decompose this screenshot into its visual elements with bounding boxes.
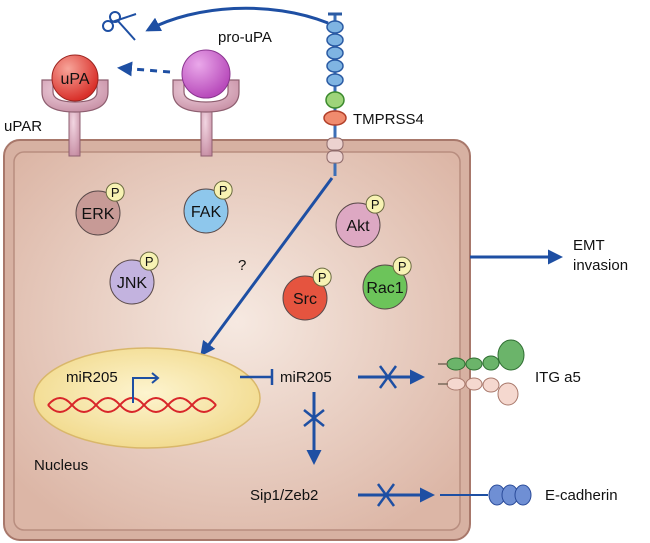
pro-upa-label: pro-uPA [218, 29, 272, 46]
kinase-jnk: JNK P [109, 251, 159, 305]
kinase-jnk-label: JNK [117, 275, 148, 292]
ecadherin-block-x [376, 483, 396, 507]
emt-label: EMT [573, 237, 605, 254]
sip1-block-x [303, 409, 325, 427]
mir205-gene-label: miR205 [66, 369, 118, 386]
mir205-rna-label: miR205 [280, 369, 332, 386]
phospho-label: P [398, 259, 407, 274]
ecadherin-domains [488, 484, 532, 506]
invasion-label: invasion [573, 257, 628, 274]
phospho-label: P [371, 197, 380, 212]
itg-block-x [378, 365, 398, 389]
kinase-erk-label: ERK [82, 206, 115, 223]
phospho-badge [105, 182, 125, 202]
transcription-start-icon [132, 372, 160, 403]
ecadherin-label: E-cadherin [545, 487, 618, 504]
kinase-src-label: Src [293, 291, 317, 308]
kinase-erk: ERK P [75, 182, 125, 236]
kinase-akt-circle [335, 202, 381, 248]
nucleus-label: Nucleus [34, 457, 88, 474]
inhibition-line [240, 369, 274, 385]
kinase-fak-circle [183, 188, 229, 234]
upa-molecule [51, 54, 99, 102]
sip1-label: Sip1/Zeb2 [250, 487, 318, 504]
kinase-rac1-circle [362, 264, 408, 310]
phospho-label: P [145, 254, 154, 269]
upa-label: uPA [60, 71, 89, 88]
phospho-label: P [219, 183, 228, 198]
phospho-badge [139, 251, 159, 271]
scissors-icon [102, 11, 137, 41]
pro-upa-molecule [181, 49, 231, 99]
phospho-label: P [111, 185, 120, 200]
integrin-itga5 [438, 339, 525, 406]
phospho-badge [213, 180, 233, 200]
kinase-rac1-label: Rac1 [366, 280, 403, 297]
kinase-src-circle [282, 275, 328, 321]
phospho-label: P [318, 270, 327, 285]
phospho-badge [392, 256, 412, 276]
kinase-akt-label: Akt [346, 218, 370, 235]
nucleus [33, 347, 261, 449]
upar-label: uPAR [4, 118, 42, 135]
phospho-badge [312, 267, 332, 287]
tmprss4-label: TMPRSS4 [353, 111, 424, 128]
activation-arrow-dashed [117, 61, 171, 77]
kinase-fak-label: FAK [191, 204, 222, 221]
cleavage-arrow [145, 6, 329, 32]
tmprss4-to-nucleus-arrow [200, 177, 334, 357]
phospho-badge [365, 194, 385, 214]
kinase-fak: FAK P [183, 180, 233, 234]
tmprss4-protein [323, 12, 347, 176]
itg-label: ITG a5 [535, 369, 581, 386]
kinase-rac1: Rac1 P [362, 256, 412, 310]
kinase-jnk-circle [109, 259, 155, 305]
question-mark: ? [238, 257, 246, 274]
kinase-erk-circle [75, 190, 121, 236]
